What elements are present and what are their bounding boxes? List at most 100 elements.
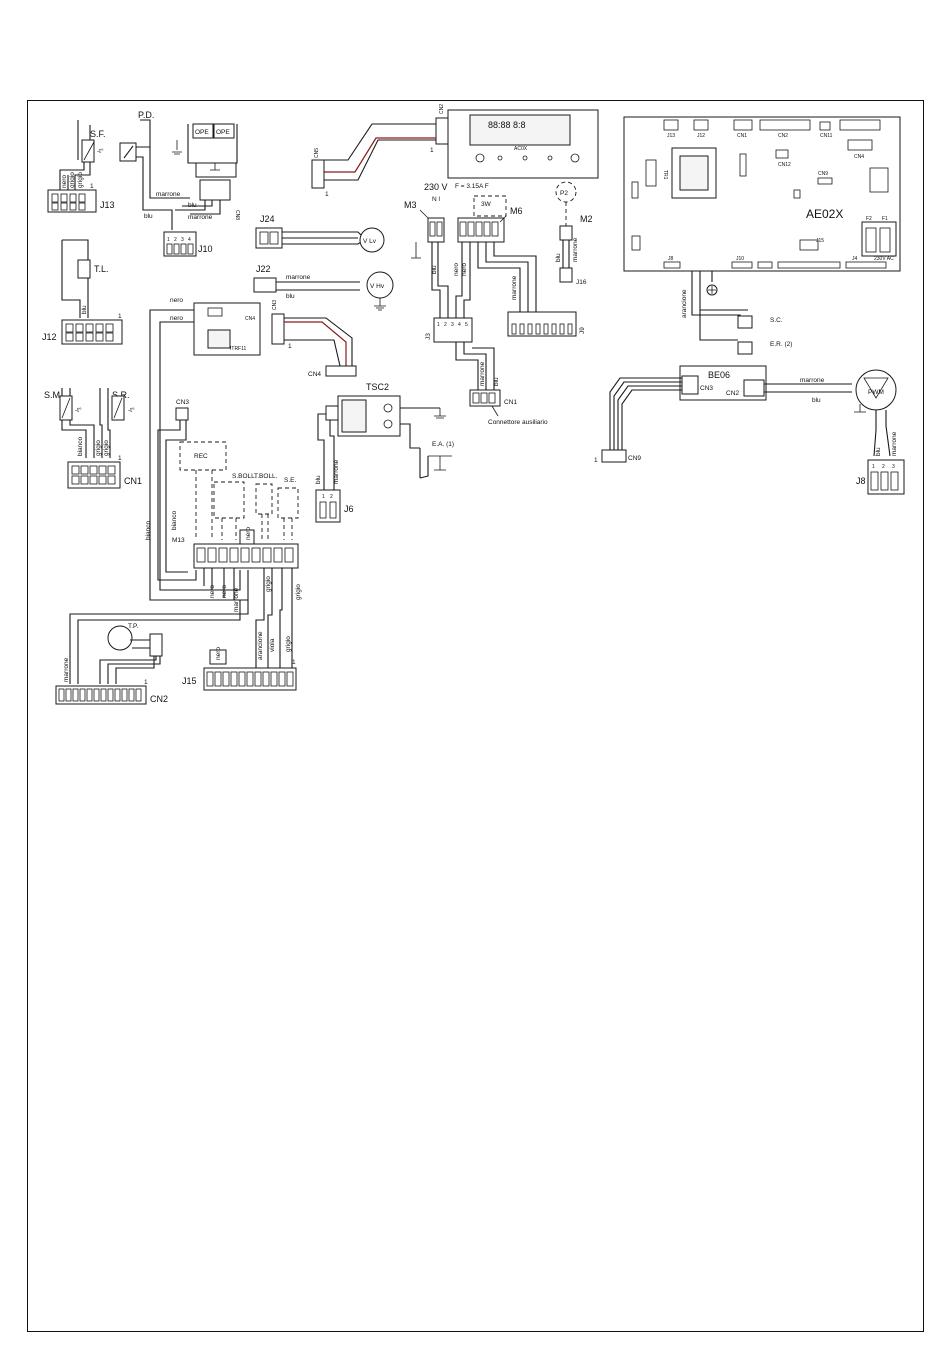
j3-pin1: 1 [437,322,440,328]
display-digits: 88:88 8:8 [488,120,526,130]
connector-cn1-left: CN1 1 [67,455,142,489]
acox-label: AC0X [514,146,528,152]
ae-j4: J4 [852,256,858,262]
fuse-label: F = 3.15A F [455,183,489,190]
j10-pin4: 4 [188,237,191,243]
j15-pin1: 1 [292,659,296,666]
ae-j8: J8 [668,256,674,262]
wire-marrone-m6: marrone [511,275,518,300]
j6-pin1: 1 [322,494,325,500]
j24-label: J24 [260,214,275,224]
connector-j3: 1 2 3 4 5 J3 [425,317,473,343]
j9-label: J9 [579,327,586,334]
cn2-right-label: CN2 [726,390,739,397]
sensor-tp: T.P. marrone [63,600,249,684]
j10-label: J10 [198,244,213,254]
transformer-tsc2: TSC2 E.A. (1) blu marrone [315,382,454,490]
wire-blu-tl: blu [81,305,88,314]
ae-f2: F2 [866,216,872,222]
connector-j9: J9 [507,311,586,337]
wire-blu-m3: blu [431,265,438,274]
ae-f1: F1 [882,216,888,222]
j12-label: J12 [42,332,57,342]
ope-valve: OPE OPE CN8 blu marrone [172,123,240,221]
sr-temp: -t° [128,406,135,414]
m6-label: M6 [510,206,523,216]
wire-grigio-sr: grigio [95,440,102,456]
ae-tr1: TR1 [662,170,668,180]
j3-pin5: 5 [465,322,468,328]
cn1-left-label: CN1 [124,476,142,486]
j10-pin3: 3 [181,237,184,243]
pressure-switch-pd: P.D. blu marrone [119,110,190,230]
vlv-label: V Lv [363,238,377,245]
board-ae02x: J13 J12 CN1 CN2 CN11 TR1 CN12 CN9 CN4 AE… [623,116,901,355]
j3-pin2: 2 [444,322,447,328]
wire-blu-j8: blu [875,447,882,456]
wire-blu-tsc: blu [315,475,322,484]
itrf-conn: CN4 [245,316,255,322]
limit-thermostat-tl: T.L. blu [61,239,109,318]
j13-pin1: 1 [90,183,94,190]
m13-label: M13 [172,537,185,544]
cn2-left-pin1: 1 [144,679,148,686]
wire-nero-1: nero [61,175,68,188]
cn5-label: CN5 [314,148,320,158]
j6-label: J6 [344,504,354,514]
wire-grigio-j15: grigio [285,636,292,652]
wire-nero-m13b: nero [209,585,216,598]
se-label: S.E. [284,477,296,484]
wire-grigio-1: grigio [69,172,76,188]
ae-j10: J10 [736,256,744,262]
ae-cn4: CN4 [854,154,864,160]
aux-connector-cn1: CN1 Connettore ausiliario marrone blu [455,342,548,426]
ope-conn-id: CN8 [234,210,240,220]
cn9-pin1: 1 [594,457,598,464]
rec-label: REC [194,453,208,460]
wire-marrone-m2: marrone [572,237,579,262]
pd-label: P.D. [138,110,154,120]
j6-pin2: 2 [330,494,333,500]
tboll-label: T.BOLL. [254,473,278,480]
m3-label: M3 [404,200,417,210]
ae-cn1: CN1 [737,133,747,139]
tp-label: T.P. [128,623,139,630]
ae-cn11: CN11 [820,133,833,139]
wire-blu-pwm: blu [812,397,821,404]
three-way-label: 3W [481,201,492,208]
wire-bianco-2: bianco [171,510,178,530]
vhv-label: V Hv [370,283,385,290]
pump-pwm: marrone blu PWM blu marrone [764,369,898,457]
j8-label: J8 [856,476,866,486]
wire-grigio-sr2: grigio [103,440,110,456]
cn2-left-label: CN2 [150,694,168,704]
wire-nero-m6: nero [453,263,460,276]
wire-blu-cn1: blu [493,377,500,386]
cn3-right-label: CN3 [700,385,713,392]
sc-label: S.C. [770,317,783,324]
connector-j13: J13 1 [47,183,115,213]
board-be06: BE06 CN3 CN2 CN9 1 [594,365,767,464]
wire-arancione-j15: arancione [257,631,264,660]
er-label: E.R. (2) [770,341,792,348]
sm-label: S.M. [44,390,63,400]
ae02x-label: AE02X [806,207,843,221]
temp-symbol: -t° [97,147,104,155]
cn5-pin1: 1 [325,191,329,198]
connector-j8: 1 2 3 J8 [856,459,905,495]
ae-j12: J12 [697,133,705,139]
ea-label: E.A. (1) [432,441,454,448]
wire-blu-vhv: blu [286,293,295,300]
sm-temp: -t° [75,406,82,414]
j22-label: J22 [256,264,271,274]
cn9-label: CN9 [628,455,641,462]
wire-marrone-tsc: marrone [333,459,340,484]
j16-label: J16 [576,279,587,286]
ope-label-2: OPE [216,129,230,136]
j12-pin1: 1 [118,313,122,320]
pwm-label: PWM [868,389,884,396]
wire-blu-m2: blu [555,253,562,262]
display-acox: 88:88 8:8 AC0X CN2 CN5 1 1 [311,104,599,198]
wire-nero-m13: nero [245,527,252,540]
